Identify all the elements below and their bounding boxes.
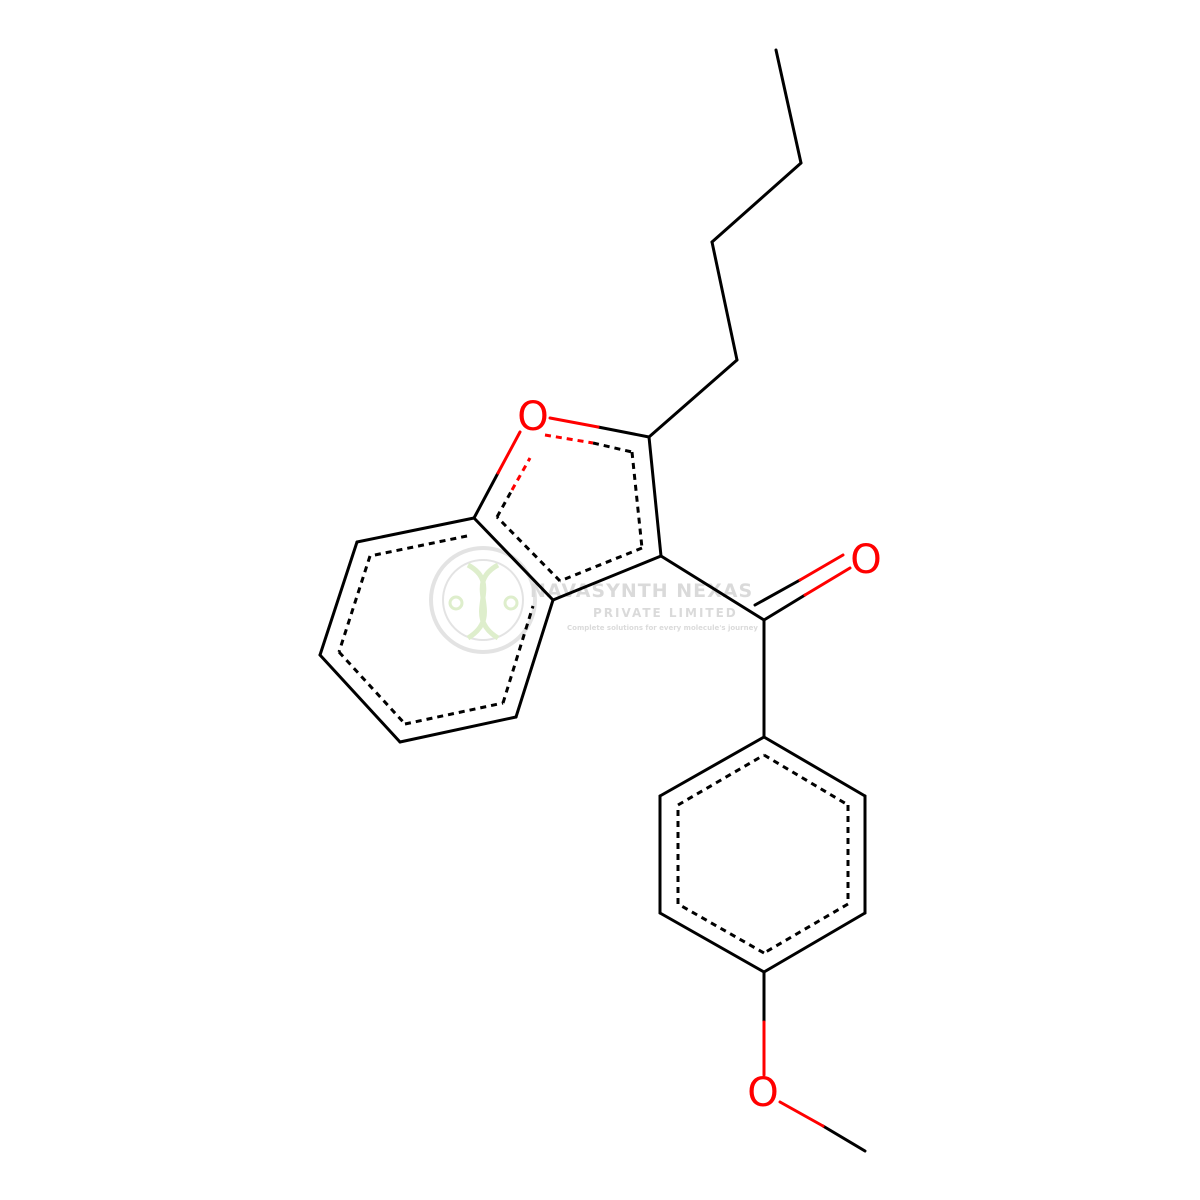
bond — [658, 735, 766, 798]
bond — [762, 911, 867, 974]
bond — [318, 540, 359, 657]
bond — [398, 715, 518, 744]
bond — [647, 435, 663, 558]
bond — [710, 240, 739, 362]
aromatic-bond — [559, 546, 643, 583]
bond — [710, 161, 803, 244]
aromatic-bond — [337, 650, 407, 726]
watermark-logo-inner — [442, 559, 524, 641]
bond — [548, 416, 600, 429]
dna-helix-icon — [466, 562, 500, 641]
bond — [753, 578, 802, 607]
atom-label-ketone-oxygen: O — [850, 537, 881, 583]
aromatic-bond — [337, 555, 372, 653]
watermark-tagline: Complete solutions for every molecule's … — [567, 624, 758, 632]
atom-label-methoxy-oxygen: O — [747, 1070, 778, 1116]
aromatic-bonds-oxygen — [510, 433, 594, 491]
watermark-node-icon — [503, 595, 519, 611]
bond — [798, 553, 845, 582]
bond — [596, 425, 651, 439]
bond — [821, 1124, 867, 1153]
aromatic-bond — [404, 701, 504, 726]
bond — [778, 1100, 825, 1128]
aromatic-bond — [763, 902, 849, 955]
bond — [355, 516, 476, 544]
bonds-solid — [318, 48, 867, 1153]
atom-labels: O O O — [517, 394, 881, 1116]
watermark-logo-icon — [429, 546, 537, 654]
aromatic-bond — [630, 451, 644, 549]
aromatic-bond — [495, 515, 562, 583]
bond — [659, 554, 766, 622]
bond — [472, 471, 500, 520]
aromatic-bond — [501, 605, 535, 704]
bond — [318, 653, 402, 744]
aromatic-bond — [592, 441, 633, 454]
aromatic-bond — [677, 902, 765, 955]
bond — [647, 358, 739, 439]
watermark-node-icon — [448, 595, 464, 611]
bond — [514, 598, 555, 719]
watermark-entity: PRIVATE LIMITED — [593, 606, 738, 620]
aromatic-bond — [677, 753, 765, 807]
aromatic-bond — [544, 433, 594, 445]
aromatic-bond — [763, 753, 849, 807]
bonds-oxygen — [496, 416, 852, 1128]
watermark: NAVASYNTH NEXAS PRIVATE LIMITED Complete… — [429, 546, 758, 654]
bond — [762, 593, 807, 622]
bond — [774, 48, 803, 165]
atom-label-ring-oxygen: O — [517, 394, 548, 440]
bond — [762, 735, 867, 798]
bond — [472, 516, 555, 602]
bond — [496, 430, 522, 475]
aromatic-bond — [510, 457, 532, 491]
bond — [803, 566, 852, 597]
aromatic-bond — [369, 534, 468, 558]
aromatic-bonds — [337, 441, 850, 955]
bond — [658, 911, 766, 974]
aromatic-bond — [495, 489, 514, 518]
bond — [551, 554, 663, 602]
